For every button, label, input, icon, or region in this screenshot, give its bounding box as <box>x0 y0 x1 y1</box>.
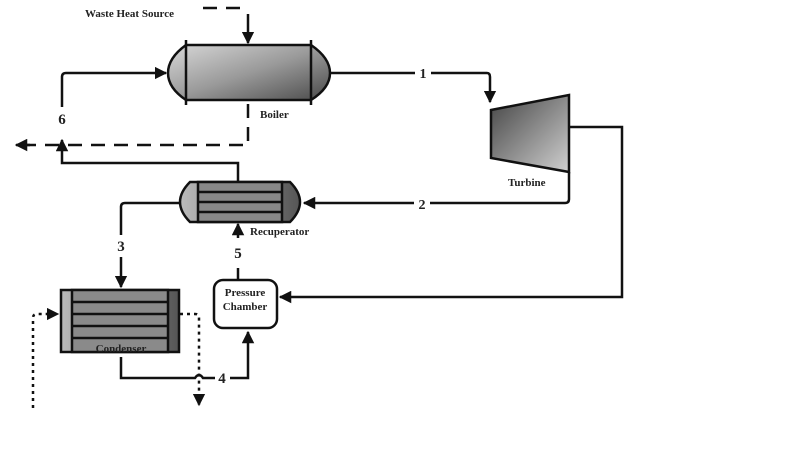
boiler-label: Boiler <box>260 109 289 121</box>
state-point-5: 5 <box>234 246 242 262</box>
recuperator-label: Recuperator <box>250 226 309 238</box>
state-point-2: 2 <box>419 198 426 213</box>
stream-3-line <box>119 201 180 235</box>
cooling-water-in-line <box>31 307 60 408</box>
state-point-3: 3 <box>117 239 125 255</box>
cooling-water-out-line <box>180 312 206 407</box>
waste-heat-out-line <box>20 104 250 147</box>
stream-2-line <box>302 172 571 210</box>
state-point-1: 1 <box>420 67 427 82</box>
stream-6-line-upper <box>60 66 168 107</box>
pressure-chamber-label-1: Pressure <box>225 287 266 299</box>
turbine-label: Turbine <box>508 177 546 189</box>
turbine-to-pressure-chamber-line <box>278 125 624 304</box>
condenser <box>59 288 181 354</box>
waste-heat-source-label: Waste Heat Source <box>85 8 174 20</box>
turbine <box>489 93 571 174</box>
boiler <box>166 40 332 105</box>
stream-1-line <box>330 71 497 104</box>
pressure-chamber-label-2: Chamber <box>223 301 268 313</box>
recuperator <box>178 180 302 224</box>
condenser-label: Condenser <box>96 343 147 355</box>
stream-4-line <box>119 357 215 380</box>
pressure-chamber <box>212 278 279 330</box>
stream-6-line-lower <box>60 150 240 182</box>
state-point-4: 4 <box>218 371 226 387</box>
state-point-6: 6 <box>58 112 66 128</box>
